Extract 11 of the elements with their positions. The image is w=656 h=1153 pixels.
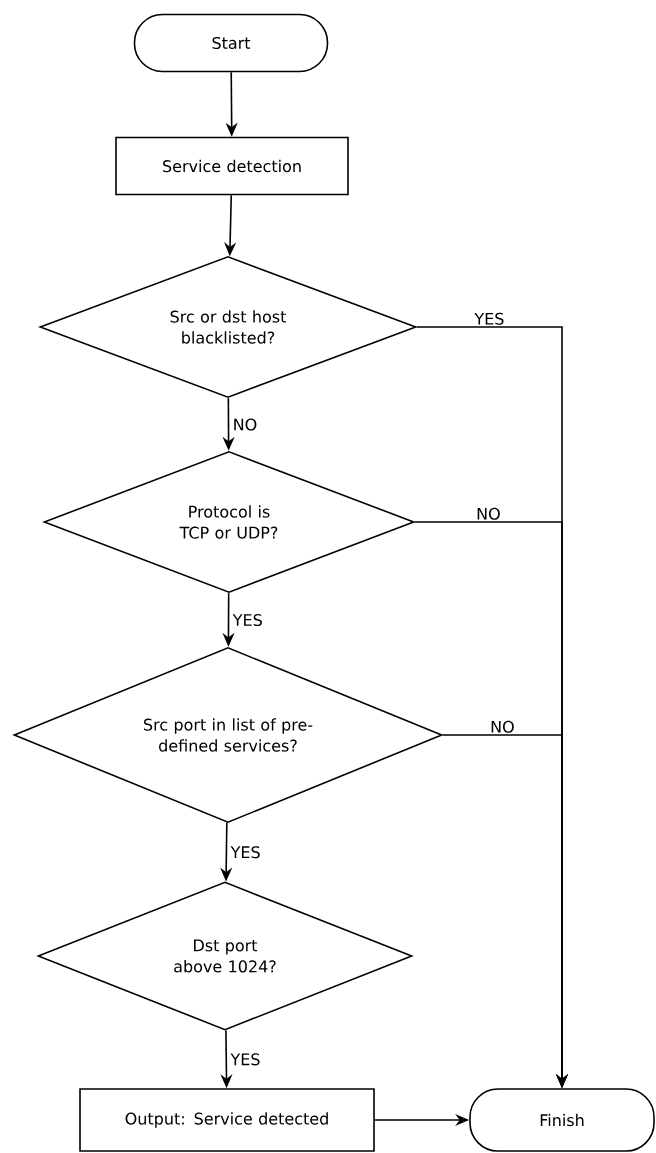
- edge-label: NO: [477, 507, 500, 520]
- edge-label: YES: [232, 614, 262, 627]
- edge-label: YES: [230, 1053, 260, 1066]
- end-terminal: Finish: [469, 1088, 655, 1152]
- edge-label: NO: [491, 720, 514, 733]
- process-box: Service detection: [115, 136, 349, 196]
- start-terminal: Start: [133, 13, 329, 73]
- edge-label: YES: [474, 312, 504, 325]
- process-box: Output: Service detected: [79, 1088, 375, 1152]
- edge-label: YES: [230, 846, 260, 859]
- edge-label: NO: [234, 418, 257, 431]
